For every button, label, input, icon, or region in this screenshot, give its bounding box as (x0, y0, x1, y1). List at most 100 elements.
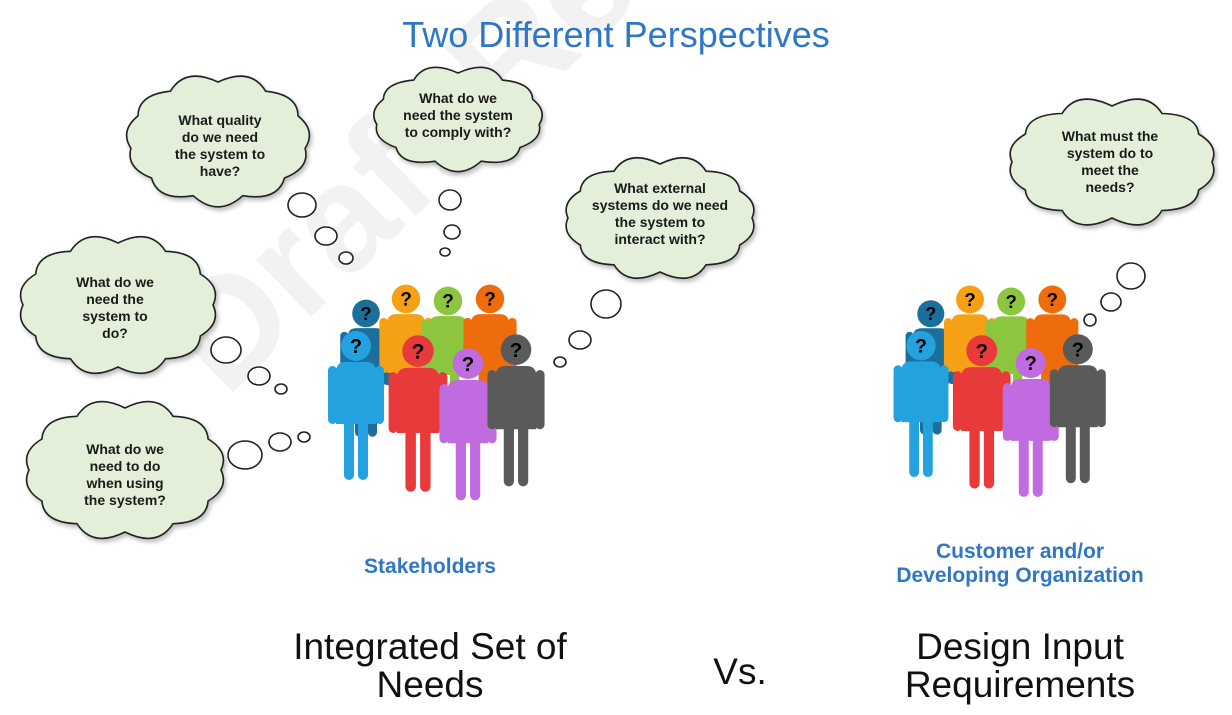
bubble-line: What do we (86, 441, 164, 457)
thought-trail-circle (443, 224, 461, 240)
person-head (1062, 334, 1093, 365)
person-leg (470, 430, 481, 501)
bubble-comply: What do we need the system to comply wit… (378, 90, 538, 141)
person-leg (420, 420, 431, 492)
bubble-must: What must the system do to meet the need… (1040, 128, 1180, 196)
bubble-line: when using (86, 475, 164, 491)
person-leg (455, 430, 466, 501)
person-arm (1049, 369, 1059, 428)
person-torso (901, 361, 941, 423)
person-leg (405, 420, 416, 492)
bubble-line: do we need (181, 129, 259, 145)
thought-trail-circle (438, 189, 462, 211)
person-figure: ? (328, 331, 384, 480)
person-arm (893, 365, 903, 423)
bubble-line: the system to (174, 146, 266, 162)
question-mark-icon: ? (915, 336, 927, 358)
person-leg (1065, 415, 1076, 484)
person-arm (535, 370, 545, 430)
thought-trail-circle (227, 440, 263, 470)
right-heading-line: Design Input (916, 626, 1124, 667)
bubble-line: What quality (178, 112, 262, 128)
customer-label: Customer and/or Developing Organization (820, 540, 1220, 588)
bubble-line: need the system (403, 107, 513, 123)
bubble-line: the system to (614, 214, 706, 230)
thought-trail-circle (568, 330, 592, 350)
question-mark-icon: ? (975, 340, 988, 363)
person-head (475, 284, 505, 314)
person-torso (447, 379, 489, 444)
right-heading-line: Requirements (904, 664, 1136, 705)
stakeholders-group: ???????? (328, 284, 545, 501)
thought-trail-circle (314, 226, 338, 246)
cloud-do (19, 235, 217, 375)
thought-trail-circle (553, 356, 567, 368)
question-mark-icon: ? (1072, 339, 1084, 361)
person-leg (518, 416, 529, 487)
thought-trail-circle (268, 432, 292, 452)
bubble-line: have? (199, 163, 241, 179)
person-head (906, 330, 936, 361)
question-mark-icon: ? (442, 292, 454, 313)
left-heading-line: Needs (376, 664, 484, 705)
question-mark-icon: ? (412, 340, 425, 363)
person-arm (1096, 369, 1106, 428)
question-mark-icon: ? (1047, 289, 1058, 310)
person-head (352, 299, 380, 328)
person-leg (969, 418, 980, 489)
person-head (997, 287, 1026, 316)
bubble-line: need the (86, 291, 144, 307)
person-leg (909, 410, 920, 477)
person-head (433, 286, 463, 316)
thought-trail-circle (287, 192, 317, 218)
person-head (452, 348, 484, 379)
person-arm (388, 372, 399, 433)
vs-label: Vs. (713, 651, 767, 692)
bubble-line: system to (82, 308, 148, 324)
person-leg (1079, 415, 1090, 484)
person-head (1038, 285, 1067, 314)
cloud-quality (125, 75, 311, 208)
question-mark-icon: ? (925, 304, 936, 324)
cloud-must (1009, 98, 1215, 226)
thought-trail-circle (247, 366, 271, 386)
bubble-line: What do we (76, 274, 154, 290)
person-head (917, 300, 945, 328)
bubble-line: the system? (84, 492, 166, 508)
thought-trails (210, 189, 1146, 470)
bubble-quality: What quality do we need the system to ha… (150, 112, 290, 180)
bubble-line: do? (102, 325, 128, 341)
customer-group: ???????? (893, 285, 1106, 497)
person-arm (375, 366, 384, 424)
person-arm (1002, 382, 1012, 441)
person-arm (328, 366, 337, 424)
person-arm (939, 365, 949, 423)
customer-label-line: Developing Organization (896, 564, 1144, 587)
person-leg (983, 418, 995, 489)
person-leg (358, 412, 368, 480)
question-mark-icon: ? (1025, 353, 1037, 375)
person-leg (503, 416, 514, 487)
thought-trail-circle (1116, 262, 1146, 290)
bubble-line: needs? (1085, 179, 1135, 195)
thought-trail-circle (274, 383, 288, 395)
person-torso (336, 362, 376, 424)
bubble-line: meet the (1081, 162, 1139, 178)
thought-trail-circle (338, 251, 354, 265)
page-title: Two Different Perspectives (402, 14, 830, 55)
person-torso (495, 365, 537, 430)
person-arm (379, 317, 388, 373)
person-torso (1057, 365, 1098, 428)
thought-trail-circle (1100, 292, 1122, 312)
person-figure: ? (1049, 334, 1106, 484)
thought-trail-circle (297, 431, 311, 443)
question-mark-icon: ? (360, 303, 371, 324)
bubble-line: system do to (1066, 145, 1154, 161)
question-mark-icon: ? (510, 340, 522, 362)
bubble-line: to comply with? (404, 124, 512, 140)
person-head (391, 284, 421, 314)
person-head (956, 285, 984, 314)
question-mark-icon: ? (1005, 291, 1016, 312)
